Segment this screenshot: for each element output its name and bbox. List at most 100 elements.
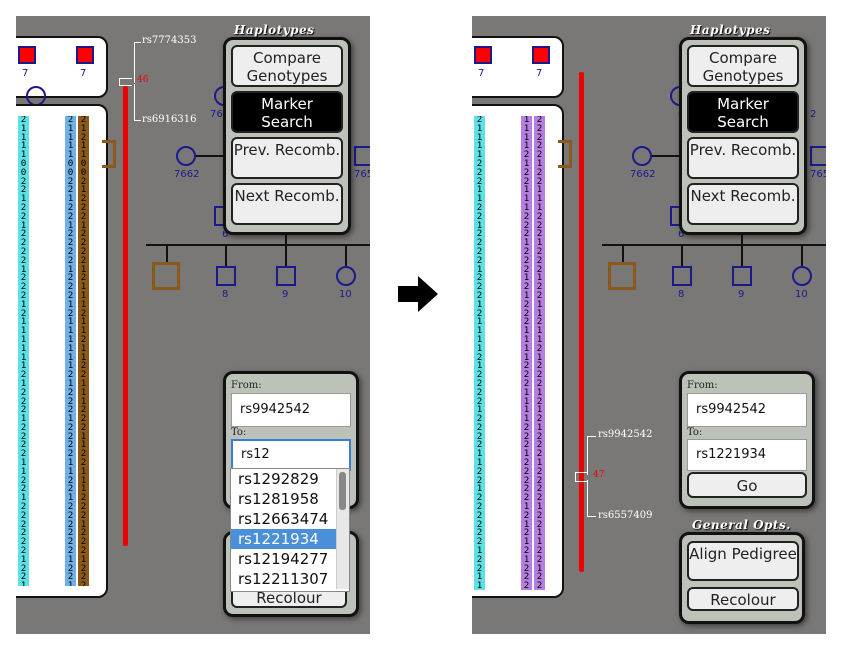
- individual-id: 2: [810, 109, 817, 120]
- to-input[interactable]: rs12: [231, 439, 351, 471]
- haplotype-box: 2 1 1 1 1 0 0 2 2 1 2 2 1 2 2 2 2 1 2 2 …: [16, 104, 108, 598]
- male-icon[interactable]: [672, 266, 692, 286]
- marker-index: 47: [593, 470, 605, 480]
- male-icon[interactable]: [732, 266, 752, 286]
- from-input[interactable]: rs9942542: [687, 393, 807, 427]
- female-icon[interactable]: [26, 86, 46, 106]
- marker-bracket: [119, 78, 132, 86]
- individual-id: 7662: [630, 169, 656, 180]
- marker-bracket: [587, 436, 596, 475]
- sibship-line: [602, 244, 826, 246]
- dropdown-scrollbar-thumb[interactable]: [339, 472, 346, 510]
- suggestion-item[interactable]: rs1292829: [238, 470, 319, 488]
- general-opts-title: General Opts.: [692, 518, 791, 532]
- individual-id: 8: [222, 289, 229, 300]
- from-input[interactable]: rs9942542: [231, 393, 351, 427]
- marker-search-button[interactable]: Marker Search: [231, 91, 343, 133]
- haplotype-column: 1 1 1 1 2 1 2 2 1 1 1 2 2 2 1 2 2 2 1 2 …: [521, 116, 532, 590]
- to-input[interactable]: rs1221934: [687, 439, 807, 471]
- mating-line: [652, 155, 682, 157]
- affected-male-icon[interactable]: [76, 46, 94, 64]
- prev-recomb-button[interactable]: Prev. Recomb.: [231, 137, 343, 179]
- haplotype-column: 2 1 1 1 1 0 0 2 2 1 2 2 1 2 2 2 2 1 2 2 …: [18, 116, 29, 586]
- marker-top-label: rs9942542: [598, 429, 653, 440]
- descent-line: [801, 244, 803, 266]
- to-label: To:: [687, 427, 703, 438]
- individual-id: 10: [339, 289, 352, 300]
- transition-arrow-icon: [398, 276, 438, 312]
- marker-bracket: [134, 42, 141, 83]
- compare-genotypes-button[interactable]: Compare Genotypes: [687, 45, 799, 87]
- marker-position-bar[interactable]: [579, 72, 584, 572]
- next-recomb-button[interactable]: Next Recomb.: [231, 183, 343, 225]
- suggestion-item[interactable]: rs12211307: [238, 570, 329, 588]
- brown-male-icon[interactable]: [608, 262, 636, 290]
- from-label: From:: [687, 380, 718, 391]
- right-screen: 7 7 2 1 1 1 1 2 2 2 1 1 2 2 1 2 2 2 2 1 …: [472, 16, 826, 634]
- marker-top-label: rs7774353: [142, 35, 197, 46]
- descent-line: [622, 244, 624, 262]
- male-icon[interactable]: [216, 266, 236, 286]
- suggestion-item[interactable]: rs1281958: [238, 490, 319, 508]
- haplotype-column: 2 1 1 1 1 0 0 2 2 1 2 2 1 2 2 2 2 1 2 2 …: [65, 116, 76, 586]
- brown-male-icon[interactable]: [558, 140, 572, 168]
- dropdown-scrollbar[interactable]: [336, 469, 349, 589]
- haplotype-box: 2 1 1 1 1 2 2 2 1 1 2 2 1 2 2 2 2 1 2 2 …: [472, 104, 564, 598]
- individual-id: 76: [210, 109, 223, 120]
- from-label: From:: [231, 380, 262, 391]
- haplotypes-panel: Compare Genotypes Marker Search Prev. Re…: [679, 37, 807, 235]
- go-button[interactable]: Go: [687, 472, 807, 498]
- prev-recomb-button[interactable]: Prev. Recomb.: [687, 137, 799, 179]
- marker-search-button[interactable]: Marker Search: [687, 91, 799, 133]
- individual-id: 7: [80, 68, 87, 79]
- marker-search-panel: From: rs9942542 To: rs1221934 Go: [679, 371, 815, 509]
- female-icon[interactable]: [792, 266, 812, 286]
- marker-bracket: [134, 84, 141, 121]
- brown-male-icon[interactable]: [152, 262, 180, 290]
- female-icon[interactable]: [632, 146, 652, 166]
- affected-male-icon[interactable]: [474, 46, 492, 64]
- marker-position-bar[interactable]: [123, 86, 128, 546]
- brown-male-icon[interactable]: [102, 140, 116, 168]
- suggestion-item[interactable]: rs1221934: [231, 529, 349, 549]
- individual-id: 7: [478, 68, 485, 79]
- affected-male-icon[interactable]: [18, 46, 36, 64]
- individual-id: 6: [678, 229, 685, 240]
- general-opts-panel: Align Pedigree Recolour: [679, 532, 805, 624]
- individual-id: 6: [222, 229, 229, 240]
- marker-bracket: [587, 480, 596, 517]
- align-pedigree-button[interactable]: Align Pedigree: [687, 541, 799, 581]
- descent-line: [345, 244, 347, 266]
- male-icon[interactable]: [354, 146, 370, 166]
- marker-bottom-label: rs6557409: [598, 510, 653, 521]
- female-icon[interactable]: [176, 146, 196, 166]
- descent-line: [225, 244, 227, 266]
- individual-id: 9: [738, 289, 745, 300]
- descent-line: [166, 244, 168, 262]
- sibship-line: [146, 244, 370, 246]
- haplotype-column: 2 1 2 1 1 0 0 2 1 2 2 2 1 2 2 2 2 1 2 1 …: [78, 116, 89, 586]
- left-screen: 7 7 2 1 1 1 1 0 0 2 2 1 2 2 1 2 2 2 2 1 …: [16, 16, 370, 634]
- suggestion-item[interactable]: rs12663474: [238, 510, 329, 528]
- suggestion-item[interactable]: rs12194277: [238, 550, 329, 568]
- descent-line: [681, 244, 683, 266]
- haplotypes-panel: Compare Genotypes Marker Search Prev. Re…: [223, 37, 351, 235]
- male-icon[interactable]: [810, 146, 826, 166]
- mating-line: [196, 155, 226, 157]
- individual-id: 7662: [174, 169, 200, 180]
- haplotype-column: 2 2 2 2 2 1 2 2 1 1 1 2 2 2 1 2 2 2 1 2 …: [534, 116, 545, 590]
- to-label: To:: [231, 427, 247, 438]
- next-recomb-button[interactable]: Next Recomb.: [687, 183, 799, 225]
- recolour-button[interactable]: Recolour: [687, 587, 799, 611]
- affected-male-icon[interactable]: [532, 46, 550, 64]
- compare-genotypes-button[interactable]: Compare Genotypes: [231, 45, 343, 87]
- individual-id: 8: [678, 289, 685, 300]
- individual-id: 10: [795, 289, 808, 300]
- haplotypes-title: Haplotypes: [690, 23, 771, 37]
- marker-bottom-label: rs6916316: [142, 114, 197, 125]
- female-icon[interactable]: [336, 266, 356, 286]
- male-icon[interactable]: [276, 266, 296, 286]
- individual-id: 7: [536, 68, 543, 79]
- haplotype-column: 2 1 1 1 1 2 2 2 1 1 2 2 1 2 2 2 2 1 2 2 …: [474, 116, 485, 590]
- descent-line: [285, 226, 287, 266]
